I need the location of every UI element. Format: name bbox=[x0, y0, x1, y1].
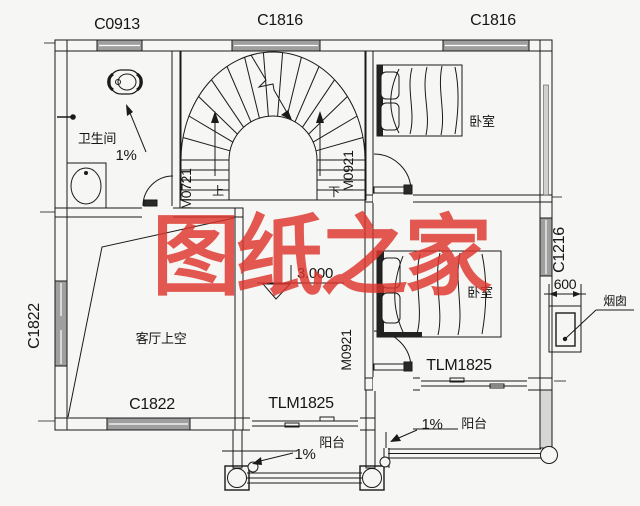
sink-icon bbox=[66, 162, 107, 209]
bathroom-fixtures bbox=[57, 69, 147, 209]
doors bbox=[142, 153, 413, 372]
balconies bbox=[222, 428, 558, 491]
label-room-bedroom-top: 卧室 bbox=[469, 114, 495, 129]
label-balcony-right: 阳台 bbox=[461, 416, 487, 431]
label-balcony-center-slope: 1% bbox=[294, 446, 315, 463]
window-bedroom-right bbox=[543, 84, 549, 196]
label-window-c1216: C1216 bbox=[551, 227, 568, 273]
label-chimney-width: 600 bbox=[554, 276, 577, 292]
label-window-c1816-center: C1816 bbox=[257, 12, 303, 29]
bath-slope-arrow bbox=[126, 104, 147, 153]
floor-drain bbox=[247, 461, 259, 473]
stair-break-line bbox=[250, 54, 292, 120]
door-m0721 bbox=[142, 175, 174, 207]
label-stair-down: 下 bbox=[328, 185, 340, 199]
chimney-dimension bbox=[544, 284, 586, 306]
balcony-center-slope-leader bbox=[222, 450, 296, 465]
squat-toilet-icon bbox=[107, 69, 143, 95]
balcony-corner-column bbox=[540, 446, 558, 464]
label-door-m0721: M0721 bbox=[178, 168, 194, 210]
balcony-door-sills bbox=[252, 377, 527, 428]
label-door-tlm1825-right: TLM1825 bbox=[426, 357, 492, 374]
spiral-staircase bbox=[180, 50, 367, 201]
label-balcony-right-slope: 1% bbox=[421, 416, 442, 433]
label-window-c1822-left: C1822 bbox=[26, 303, 43, 349]
windows bbox=[54, 39, 553, 431]
balcony-right-slope-leader bbox=[390, 428, 458, 442]
floor-drain bbox=[379, 456, 391, 468]
label-stair-up: 上 bbox=[212, 184, 224, 198]
chimney bbox=[548, 305, 634, 353]
label-room-living-void: 客厅上空 bbox=[136, 331, 187, 346]
balcony-column bbox=[359, 465, 385, 491]
door-m0921-top bbox=[373, 153, 413, 195]
window-c1822-left bbox=[54, 280, 68, 367]
label-room-bathroom: 卫生间 bbox=[78, 131, 116, 146]
label-chimney: 烟囱 bbox=[603, 294, 626, 308]
label-door-m0921-bottom: M0921 bbox=[338, 329, 354, 371]
label-room-bedroom-bottom: 卧室 bbox=[467, 285, 493, 300]
bed-bedroom-top bbox=[376, 64, 463, 137]
label-elevation: 3.000 bbox=[297, 265, 333, 282]
label-balcony-center: 阳台 bbox=[319, 435, 345, 450]
label-bath-slope: 1% bbox=[115, 147, 136, 164]
balcony-column bbox=[224, 465, 250, 491]
label-door-m0921-top: M0921 bbox=[340, 150, 356, 192]
water-tap-icon bbox=[57, 114, 76, 120]
stair-up-arrow bbox=[211, 111, 219, 176]
label-window-c1816-right: C1816 bbox=[470, 12, 516, 29]
stair-down-arrow bbox=[316, 111, 324, 176]
bed-bedroom-bottom bbox=[376, 250, 502, 338]
label-window-c0913: C0913 bbox=[94, 16, 140, 33]
label-window-c1822-bottom: C1822 bbox=[129, 396, 175, 413]
label-door-tlm1825-center: TLM1825 bbox=[268, 395, 334, 412]
axis-ticks bbox=[38, 42, 566, 422]
elevation-marker bbox=[257, 265, 344, 300]
void-diagonal-line bbox=[67, 217, 235, 418]
